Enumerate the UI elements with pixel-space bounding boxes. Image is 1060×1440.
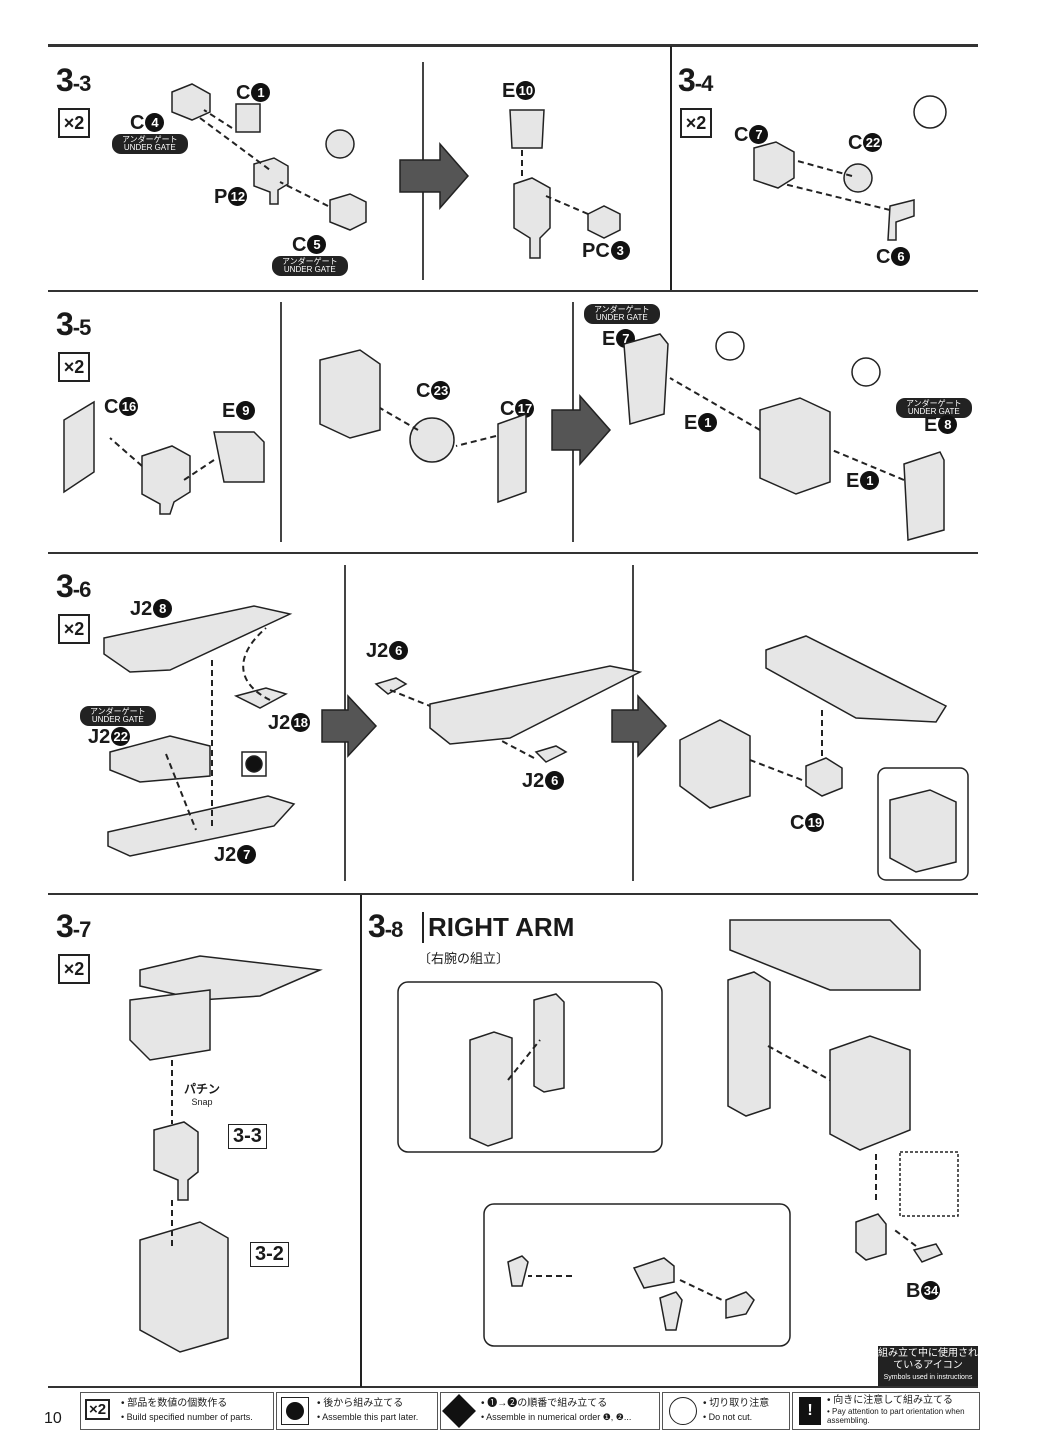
snap-label: パチン Snap xyxy=(184,1082,221,1107)
row-rule-1 xyxy=(48,290,978,292)
x2-badge: ×2 xyxy=(58,352,90,382)
step-3-8-heading: 3-8 xyxy=(368,908,403,944)
step-3-3-heading: 3-3 xyxy=(56,62,91,98)
step-3-7-heading: 3-7 xyxy=(56,908,91,944)
x2-badge: ×2 xyxy=(680,108,712,138)
legend-item-order: • ❶→❷の順番で組み立てる • Assemble in numerical o… xyxy=(440,1392,660,1430)
col-rule-3-7 xyxy=(360,895,362,1387)
row-rule-3 xyxy=(48,893,978,895)
col-rule-3-4 xyxy=(670,46,672,290)
x2-badge: ×2 xyxy=(58,614,90,644)
legend-item-cut: • 切り取り注意 • Do not cut. xyxy=(662,1392,790,1430)
step-3-5-heading: 3-5 xyxy=(56,306,91,342)
step-3-8-subtitle: 〔右腕の組立〕 xyxy=(418,951,510,966)
numbered-arrow-icon xyxy=(442,1394,476,1428)
page-number: 10 xyxy=(44,1410,62,1427)
x2-badge: ×2 xyxy=(58,108,90,138)
row-rule-4 xyxy=(48,1386,978,1388)
assemble-later-icon xyxy=(281,1397,309,1425)
col-rule-3-5a xyxy=(280,302,282,542)
legend-item-later: • 後から組み立てる • Assemble this part later. xyxy=(276,1392,438,1430)
orientation-warning-icon: ! xyxy=(799,1397,821,1425)
step-3-4-heading: 3-4 xyxy=(678,62,713,98)
legend-item-warn: ! • 向きに注意して組み立てる • Pay attention to part… xyxy=(792,1392,980,1430)
ref-box-3-3: 3-3 xyxy=(228,1124,267,1149)
step-3-8-title: RIGHT ARM xyxy=(422,912,574,943)
ref-box-3-2: 3-2 xyxy=(250,1242,289,1267)
legend-row: ×2 • 部品を数値の個数作る • Build specified number… xyxy=(80,1392,980,1432)
x2-badge: ×2 xyxy=(58,954,90,984)
step-3-6-heading: 3-6 xyxy=(56,568,91,604)
do-not-cut-icon xyxy=(669,1397,697,1425)
x2-icon: ×2 xyxy=(85,1399,111,1420)
legend-item-x2: ×2 • 部品を数値の個数作る • Build specified number… xyxy=(80,1392,274,1430)
top-rule xyxy=(48,44,978,47)
icon-legend-title: 組み立て中に使用されているアイコン Symbols used in instru… xyxy=(878,1346,978,1386)
row-rule-2 xyxy=(48,552,978,554)
